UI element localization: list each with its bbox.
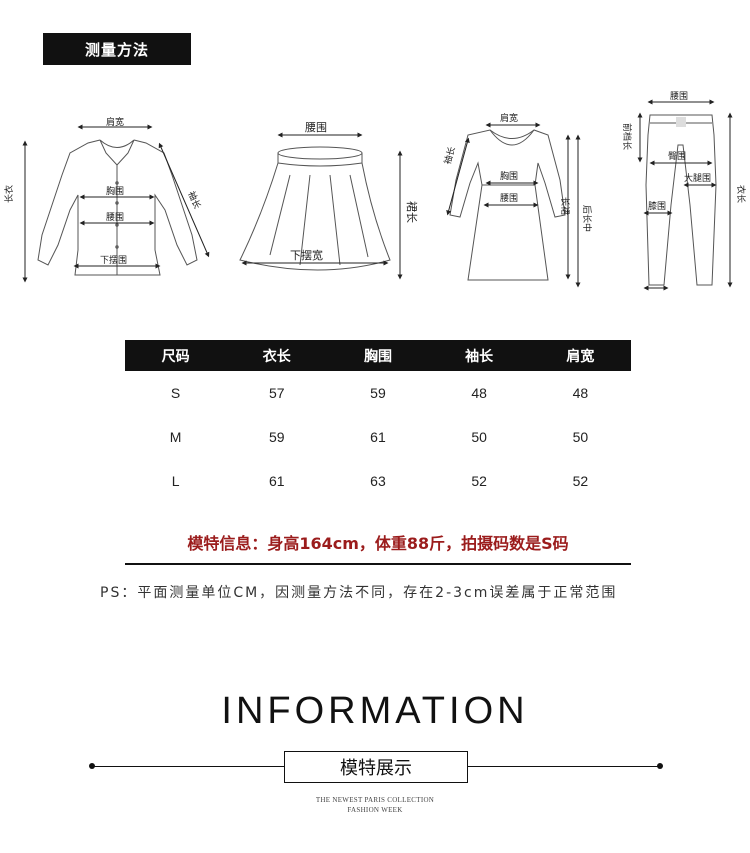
shirt-hem-label: 下摆围 — [100, 254, 127, 266]
pants-knee-label: 膝围 — [648, 200, 666, 212]
table-cell: 48 — [572, 385, 589, 401]
shirt-diagram — [37, 139, 198, 276]
dress-shoulder-label: 肩宽 — [500, 112, 518, 124]
pants-rise-label: 前档长 — [621, 123, 633, 150]
info-heading: INFORMATION — [221, 690, 529, 732]
dress-chest-label: 胸围 — [500, 170, 518, 182]
skirt-length-label: 裙长 — [405, 201, 418, 223]
pants-hip-label: 臀围 — [668, 151, 686, 162]
header-sleeve: 袖长 — [428, 340, 530, 371]
table-cell: S — [170, 385, 181, 401]
table-row: L 61 63 52 52 — [125, 459, 631, 503]
shirt-waist-label: 腰围 — [106, 212, 124, 223]
model-showcase-label: 模特展示 — [284, 751, 468, 783]
table-cell: 59 — [268, 429, 285, 445]
shirt-chest-label: 胸围 — [106, 185, 124, 197]
table-cell: 61 — [370, 429, 386, 445]
ps-note: PS：平面测量单位CM，因测量方法不同，存在2-3cm误差属于正常范围 — [100, 585, 618, 601]
skirt-diagram — [239, 146, 391, 271]
divider — [468, 766, 660, 767]
shirt-sleeve-label: 袖长 — [185, 189, 203, 210]
dress-back-length-label: 后长中 — [581, 205, 593, 232]
header-chest: 胸围 — [327, 340, 429, 371]
measurement-diagrams: 肩宽 胸围 腰围 下摆围 袖长 长衣 腰围 下摆宽 裙长 肩宽 袖长 胸围 腰围… — [3, 91, 747, 291]
divider — [125, 563, 631, 565]
table-cell: 52 — [471, 473, 487, 489]
divider-dot — [657, 763, 663, 769]
size-table-header: 尺码 衣长 胸围 袖长 肩宽 — [125, 340, 631, 371]
dress-length-label: 长裙 — [559, 197, 571, 215]
table-cell: M — [169, 429, 182, 445]
divider — [92, 766, 284, 767]
table-row: M 59 61 50 50 — [125, 415, 631, 459]
table-cell: 63 — [370, 473, 386, 489]
header-size: 尺码 — [125, 340, 227, 371]
header-length: 衣长 — [226, 340, 328, 371]
pants-diagram — [645, 114, 717, 286]
fine-print: FASHION WEEK — [347, 806, 403, 814]
header-shoulder: 肩宽 — [529, 340, 631, 371]
model-info: 模特信息：身高164cm，体重88斤，拍摄码数是S码 — [187, 534, 569, 553]
shirt-length-label: 长衣 — [3, 185, 15, 203]
fine-print: THE NEWEST PARIS COLLECTION — [315, 796, 435, 804]
size-table: 尺码 衣长 胸围 袖长 肩宽 S 57 59 48 48 M 59 61 50 … — [125, 340, 631, 503]
table-cell: 50 — [471, 429, 487, 445]
table-cell: 57 — [268, 385, 285, 401]
table-cell: 50 — [572, 429, 589, 445]
skirt-waist-label: 腰围 — [305, 121, 327, 134]
skirt-hem-label: 下摆宽 — [290, 248, 323, 262]
pants-length-label: 衣长 — [735, 185, 747, 203]
table-cell: 52 — [572, 473, 589, 489]
pants-thigh-label: 大腿围 — [684, 172, 711, 184]
pants-waist-label: 腰围 — [670, 91, 688, 102]
dress-sleeve-label: 袖长 — [441, 145, 458, 166]
dress-waist-label: 腰围 — [500, 193, 518, 204]
table-cell: 59 — [370, 385, 386, 401]
section-title: 测量方法 — [43, 33, 191, 65]
table-cell: L — [171, 473, 180, 489]
shirt-shoulder-label: 肩宽 — [106, 116, 124, 128]
table-cell: 61 — [268, 473, 285, 489]
table-cell: 48 — [471, 385, 487, 401]
table-row: S 57 59 48 48 — [125, 371, 631, 415]
